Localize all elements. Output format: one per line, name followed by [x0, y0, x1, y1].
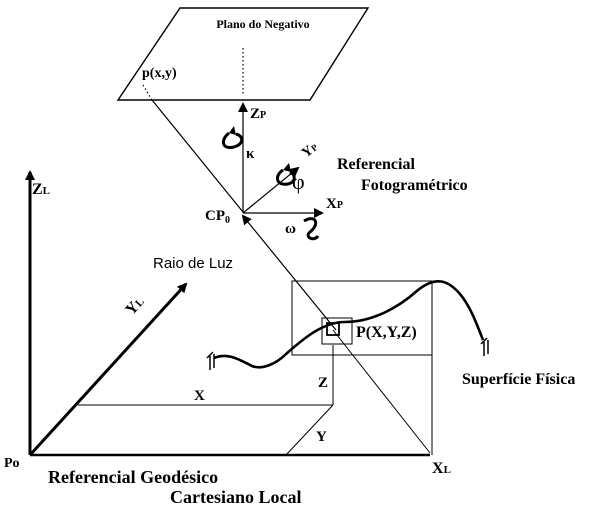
- kappa-rotation-icon: [221, 131, 244, 150]
- phi-label: φ: [292, 169, 305, 194]
- yp-label: YP: [299, 139, 321, 161]
- surface-label: Superfície Física: [462, 371, 575, 388]
- xl-label: XL: [432, 460, 451, 477]
- geodetic-frame-line2: Cartesiano Local: [170, 487, 301, 507]
- photogrammetric-frame-line2: Fotogramétrico: [361, 177, 468, 194]
- origin-label: Po: [4, 456, 20, 471]
- zl-label: ZL: [32, 181, 50, 198]
- photogrammetric-frame-line1: Referencial: [337, 156, 415, 173]
- image-ray-dotted: [142, 84, 153, 101]
- y-coordinate-label: Y: [316, 429, 327, 445]
- light-ray-upper: [151, 99, 244, 213]
- ground-point-label: P(X,Y,Z): [356, 324, 417, 341]
- light-ray: [241, 214, 337, 331]
- outer-box: [291, 280, 433, 356]
- z-coordinate-label: Z: [318, 375, 328, 391]
- surface-start-marker: [206, 351, 215, 370]
- zp-label: ZP: [250, 106, 266, 122]
- cp-label: CP0: [205, 208, 230, 226]
- yl-label: YL: [122, 293, 147, 318]
- surface-end-marker: [480, 337, 489, 356]
- physical-surface-curve: [213, 280, 485, 369]
- light-ray-label: Raio de Luz: [153, 255, 233, 272]
- x-coordinate-label: X: [194, 388, 205, 404]
- image-point-label: p(x,y): [142, 66, 177, 81]
- yp-axis: [242, 166, 300, 214]
- phi-rotation-icon: [275, 168, 296, 186]
- geodetic-frame-line1: Referencial Geodésico: [48, 467, 218, 487]
- y-projection-line: [285, 404, 334, 456]
- xp-label: XP: [326, 196, 343, 212]
- phi-arrowhead-icon: [283, 163, 291, 172]
- diagonal-to-xl: [332, 329, 431, 454]
- omega-rotation-icon: [303, 217, 320, 241]
- inner-box: [321, 317, 353, 345]
- kappa-arrowhead-icon: [229, 126, 236, 135]
- yl-axis: [28, 282, 188, 457]
- omega-label: ω: [285, 221, 296, 237]
- plane-title: Plano do Negativo: [216, 17, 309, 31]
- kappa-label: κ: [246, 146, 255, 162]
- negative-plane: [116, 7, 370, 101]
